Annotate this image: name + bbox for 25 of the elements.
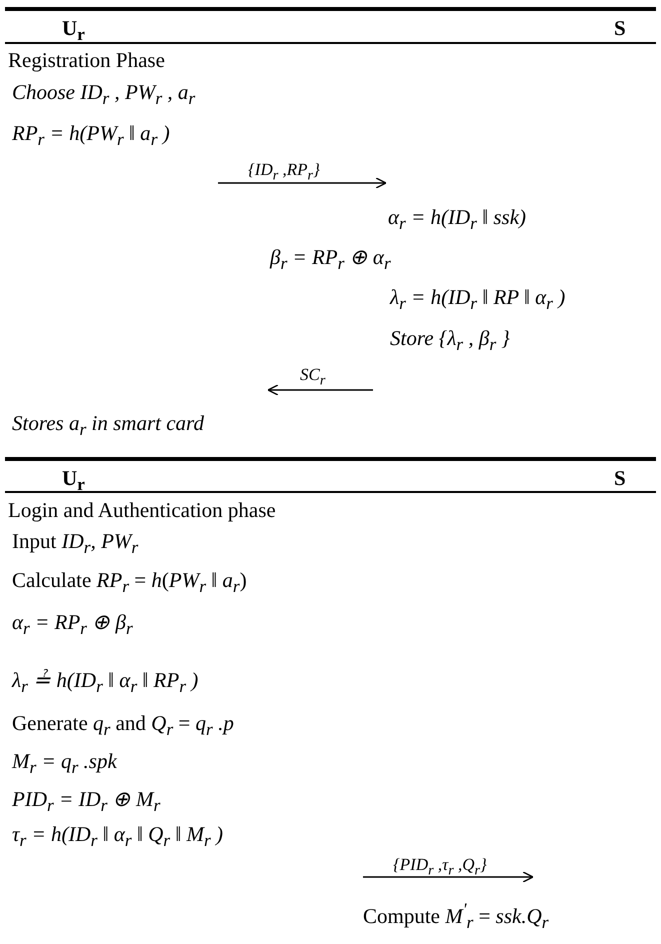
formula-text: Stores a$_{r}$ in smart card xyxy=(12,410,204,442)
formula-text: β$_{r}$ = RP$_{r}$ ⊕ α$_{r}$ xyxy=(270,244,391,276)
formula-text: Generate q$_{r}$ and Q$_{r}$ = q$_{r}$ .p xyxy=(12,710,234,742)
column-heading: U$_{r}$ xyxy=(62,465,85,496)
formula-text: RP$_{r}$ = h(PW$_{r}$ ‖ a$_{r}$ ) xyxy=(12,120,170,152)
section-heading: Registration Phase xyxy=(8,47,165,73)
message-label: {ID$_{r}$ ,RP$_{r}$} xyxy=(248,160,320,186)
formula-text: Calculate RP$_{r}$ = h(PW$_{r}$ ‖ a$_{r}$) xyxy=(12,567,247,598)
formula-text: τ$_{r}$ = h(ID$_{r}$ ‖ α$_{r}$ ‖ Q$_{r}$ ‖ M$_{r}$ ) xyxy=(12,821,224,852)
formula-text: α$_{r}$ = RP$_{r}$ ⊕ β$_{r}$ xyxy=(12,609,133,640)
column-heading: S xyxy=(614,465,626,491)
section-heading: Login and Authentication phase xyxy=(8,497,276,523)
message-label: {PID$_{r}$ ,τ$_{r}$ ,Q$_{r}$} xyxy=(393,855,487,880)
column-heading: U$_{r}$ xyxy=(62,15,85,46)
message-label: SC$_{r}$ xyxy=(300,365,326,390)
formula-text: Store {λ$_{r}$ , β$_{r}$ } xyxy=(390,325,510,356)
formula-text: Input ID$_{r}$, PW$_{r}$ xyxy=(12,528,138,560)
column-heading: S xyxy=(614,15,626,41)
formula-text: PID$_{r}$ = ID$_{r}$ ⊕ M$_{r}$ xyxy=(12,786,160,818)
formula-text: α$_{r}$ = h(ID$_{r}$ ‖ ssk) xyxy=(388,204,526,236)
formula-text: Compute M$^{'}$$_{r}$ = ssk.Q$_{r}$ xyxy=(363,898,549,934)
formula-text: M$_{r}$ = q$_{r}$ .spk xyxy=(12,748,117,780)
formula-text: Choose ID$_{r}$ , PW$_{r}$ , a$_{r}$ xyxy=(12,79,196,110)
formula-text: λ$_{r}$ = h(ID$_{r}$ ‖ RP ‖ α$_{r}$ ) xyxy=(390,284,566,316)
formula-text: λ$_{r}$ ≟ h(ID$_{r}$ ‖ α$_{r}$ ‖ RP$_{r}$ ) xyxy=(12,667,198,698)
